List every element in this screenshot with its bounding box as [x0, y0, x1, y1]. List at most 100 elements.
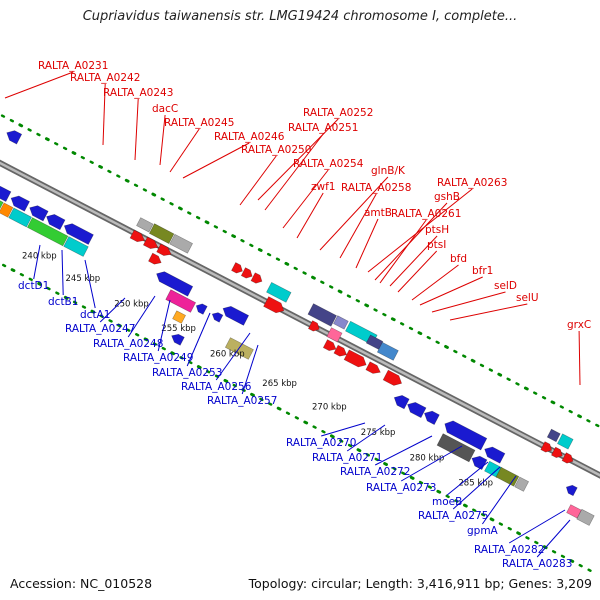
gene-label: RALTA_A0251: [288, 122, 358, 134]
gene-label: RALTA_A0249: [123, 352, 193, 364]
gene-feature: [29, 205, 49, 222]
gene-label: dctA1: [80, 309, 110, 321]
gene-feature: [322, 339, 337, 351]
gene-feature: [514, 476, 530, 492]
gene-feature: [142, 236, 159, 249]
gene-feature: [557, 433, 574, 450]
gene-feature: [326, 327, 343, 343]
gene-label: ptsI: [427, 239, 446, 251]
gene-feature: [444, 420, 488, 451]
gene-label: RALTA_A0252: [303, 107, 373, 119]
gene-feature: [250, 272, 263, 284]
tick-label: 250 kbp: [114, 300, 149, 310]
gene-feature: [565, 484, 578, 497]
gene-label: amtB: [364, 207, 392, 219]
gene-feature: [63, 236, 89, 257]
tick-label: 260 kbp: [210, 349, 245, 359]
accession-label: Accession: NC_010528: [10, 576, 153, 591]
gene-label: selD: [494, 280, 517, 292]
gene-feature: [484, 460, 503, 478]
gene-feature: [436, 433, 476, 463]
gene-label: bfd: [450, 253, 467, 265]
gene-feature: [576, 508, 595, 526]
gene-feature: [484, 446, 506, 464]
gene-feature: [169, 233, 193, 254]
gene-feature: [263, 296, 285, 314]
gene-feature: [365, 334, 384, 350]
gene-label: RALTA_A0254: [293, 158, 364, 170]
gene-label: RALTA_A0256: [181, 381, 252, 393]
gene-label: RALTA_A0243: [103, 87, 173, 99]
gene-feature: [6, 130, 23, 145]
gene-label: gshB: [434, 191, 460, 203]
gene-label: RALTA_A0261: [391, 208, 461, 220]
gene-label: RALTA_A0275: [418, 510, 488, 522]
gene-label: bfr1: [472, 265, 493, 277]
gene-feature: [551, 446, 563, 458]
gene-label: glnB/K: [371, 165, 406, 177]
gene-feature: [343, 349, 367, 368]
gene-feature: [333, 315, 349, 330]
gene-feature: [307, 320, 320, 332]
gene-label: grxC: [567, 319, 591, 331]
gene-feature: [136, 217, 154, 233]
gene-label: RALTA_A0270: [286, 437, 356, 449]
gene-label: RALTA_A0231: [38, 60, 108, 72]
gene-label: RALTA_A0246: [214, 131, 285, 143]
gene-feature: [266, 281, 292, 303]
gene-label: RALTA_A0253: [152, 367, 222, 379]
gene-feature: [156, 271, 194, 297]
tick-label: 255 kbp: [161, 324, 196, 334]
gene-feature: [0, 185, 12, 202]
gene-feature: [393, 395, 410, 410]
gene-label: RALTA_A0247: [65, 323, 135, 335]
gene-feature: [376, 341, 399, 361]
gene-feature: [148, 223, 175, 244]
tick-label: 280 kbp: [410, 453, 445, 463]
gene-label: RALTA_A0272: [340, 466, 410, 478]
gene-feature: [222, 306, 250, 326]
tick-label: 245 kbp: [66, 274, 101, 284]
gene-feature: [561, 452, 574, 464]
gene-feature: [407, 402, 427, 419]
tick-label: 265 kbp: [262, 379, 297, 389]
gene-feature: [171, 333, 185, 346]
gene-feature: [231, 262, 243, 274]
gene-feature: [540, 441, 553, 453]
gene-label: RALTA_A0282: [474, 544, 544, 556]
gene-label: dacC: [152, 103, 178, 115]
gene-feature: [172, 310, 186, 324]
gene-feature: [0, 202, 14, 218]
gene-label: RALTA_A0248: [93, 338, 163, 350]
gene-label: selU: [516, 292, 539, 304]
outer-dotted-track: [0, 114, 600, 572]
gene-label: gpmA: [467, 525, 499, 537]
gene-feature: [10, 195, 30, 212]
gene-label: RALTA_A0242: [70, 72, 140, 84]
tick-label: 270 kbp: [312, 403, 347, 413]
gene-feature: [165, 289, 197, 313]
gene-label: RALTA_A0273: [366, 482, 436, 494]
topology-label: Topology: circular; Length: 3,416,911 bp…: [248, 576, 592, 591]
gene-label: RALTA_A0283: [502, 558, 572, 570]
gene-label: RALTA_A0257: [207, 395, 277, 407]
gene-feature: [307, 303, 337, 327]
gene-label: ptsH: [425, 224, 449, 236]
gene-label: RALTA_A0271: [312, 452, 382, 464]
gene-label: zwf1: [311, 181, 335, 193]
gene-label: RALTA_A0263: [437, 177, 507, 189]
label-leader-lines: [4, 71, 581, 558]
tick-label: 285 kbp: [458, 479, 493, 489]
gene-feature: [382, 369, 403, 386]
gene-feature: [156, 243, 172, 256]
gene-feature: [195, 303, 208, 315]
gene-feature: [46, 214, 66, 231]
gene-feature: [240, 267, 253, 279]
tick-label: 240 kbp: [22, 252, 57, 262]
gene-feature: [148, 252, 162, 265]
map-title: Cupriavidus taiwanensis str. LMG19424 ch…: [82, 9, 518, 24]
gene-features: [0, 130, 595, 526]
kbp-ticks: 240 kbp 245 kbp 250 kbp 255 kbp 260 kbp 265 k…: [22, 252, 493, 489]
gene-feature: [333, 344, 348, 357]
